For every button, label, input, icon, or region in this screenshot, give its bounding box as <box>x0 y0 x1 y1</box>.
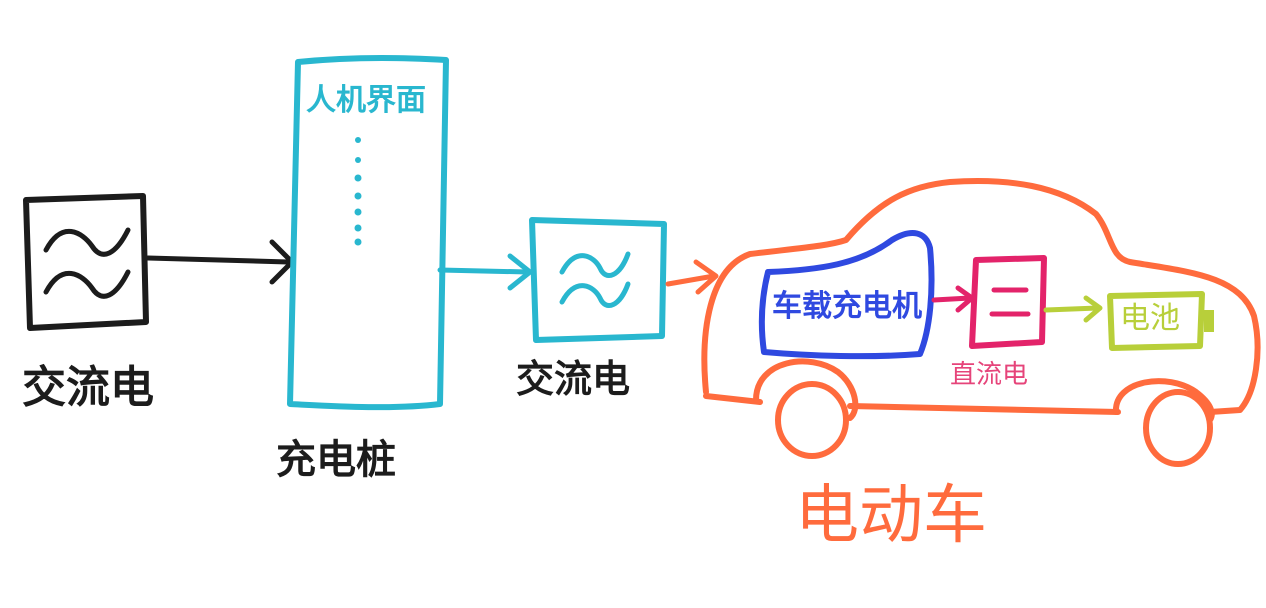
ac-source-label: 交流电 <box>22 362 154 413</box>
arrow-to-car <box>665 259 719 295</box>
onboard-charger-box <box>758 230 935 360</box>
charging-pile-label: 充电桩 <box>276 437 396 483</box>
ev-label: 电动车 <box>795 479 987 553</box>
rear-wheel <box>1143 389 1213 467</box>
battery-label: 电池 <box>1120 301 1180 336</box>
arrow-to-pile <box>145 239 295 285</box>
battery-box <box>1107 291 1214 351</box>
ac-output-box <box>529 217 667 343</box>
arrow-to-battery <box>1043 295 1103 323</box>
ac-source-box <box>23 193 149 331</box>
car-wheels <box>775 381 1213 467</box>
dc-label: 直流电 <box>950 360 1029 390</box>
charging-pile-box <box>287 55 449 411</box>
hmi-dots <box>354 137 362 246</box>
ac-output-label: 交流电 <box>516 357 631 401</box>
onboard-charger-label: 车载充电机 <box>772 289 922 324</box>
car-body <box>701 178 1261 423</box>
arrow-to-dc <box>931 285 975 313</box>
hmi-label: 人机界面 <box>306 83 426 118</box>
arrow-to-ac-output <box>437 253 533 291</box>
dc-box <box>969 255 1047 349</box>
front-wheel <box>775 381 849 459</box>
